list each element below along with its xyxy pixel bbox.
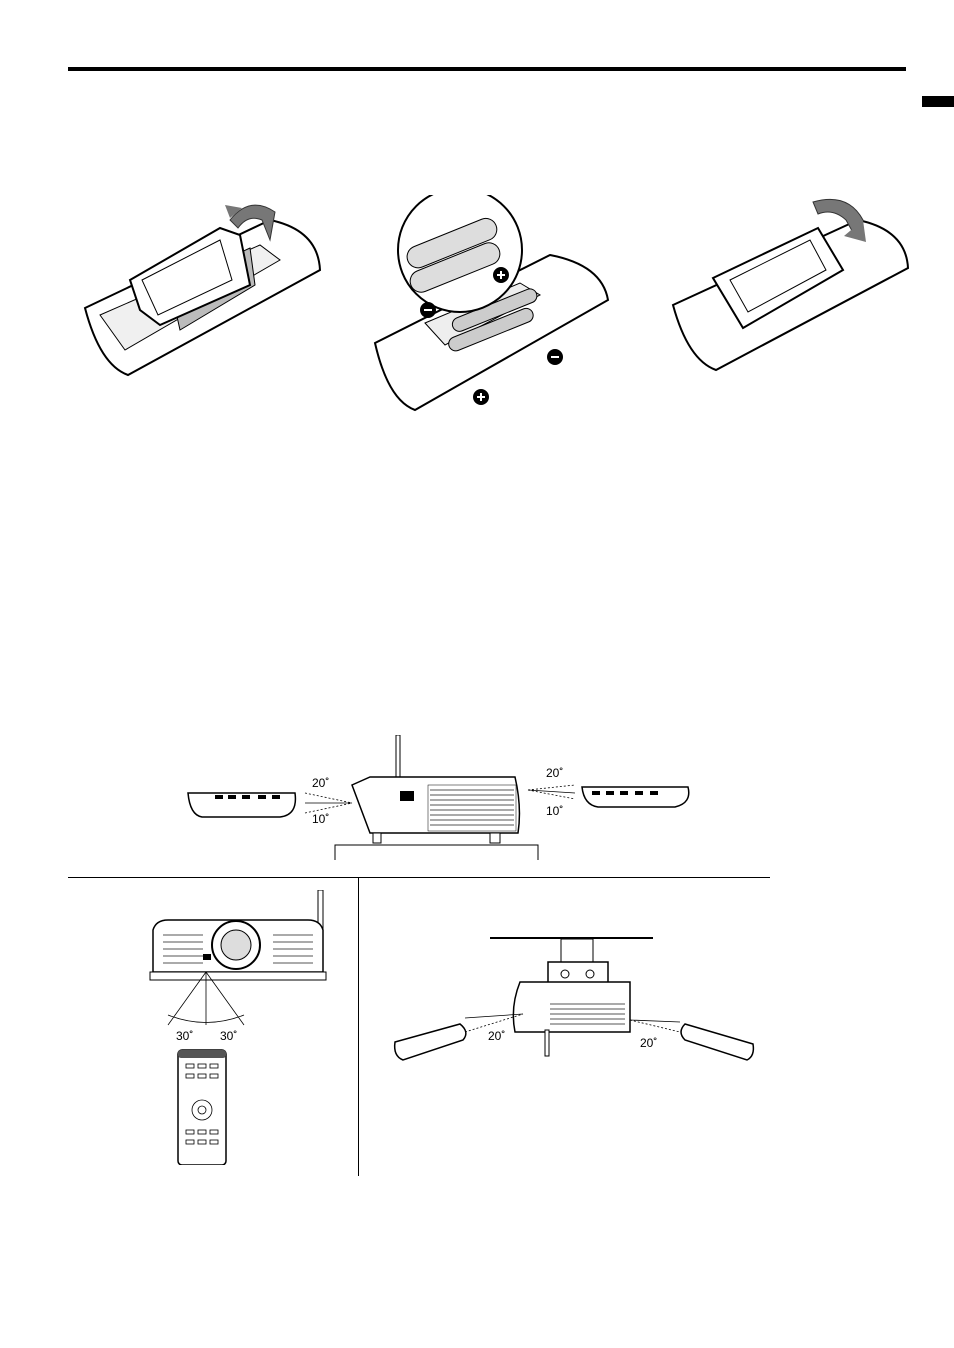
angle-label: 30˚ — [220, 1029, 237, 1043]
angle-label: 20˚ — [546, 766, 563, 780]
angle-label: 20˚ — [488, 1029, 505, 1043]
header-rule — [68, 67, 906, 71]
front-receiver-range-diagram: 20˚ 10˚ 20˚ 10˚ — [180, 735, 700, 865]
plus-terminal-icon — [473, 389, 489, 405]
section-divider — [68, 877, 770, 878]
angle-label: 10˚ — [312, 812, 329, 826]
battery-insertion-illustration — [370, 195, 620, 415]
angle-label: 20˚ — [640, 1036, 657, 1050]
angle-label: 20˚ — [312, 776, 329, 790]
angle-label: 10˚ — [546, 804, 563, 818]
horizontal-receiver-range-diagram: 30˚ 30˚ — [148, 890, 338, 1165]
column-divider — [358, 878, 359, 1176]
remote-close-cover-illustration — [668, 190, 913, 380]
minus-terminal-icon — [420, 302, 436, 318]
minus-terminal-icon — [547, 349, 563, 365]
ceiling-mount-range-diagram: 20˚ 20˚ — [385, 932, 760, 1062]
angle-label: 30˚ — [176, 1029, 193, 1043]
section-tab-marker — [922, 96, 954, 107]
remote-open-cover-illustration — [80, 190, 325, 380]
plus-terminal-icon — [493, 267, 509, 283]
